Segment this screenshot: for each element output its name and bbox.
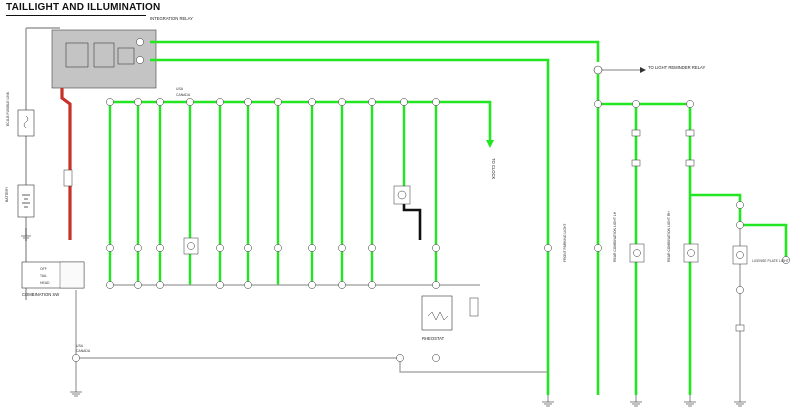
connector-block bbox=[631, 159, 641, 167]
red-feed-wire bbox=[60, 88, 72, 240]
ground-icon bbox=[684, 395, 696, 407]
red-inline-fuse bbox=[63, 169, 73, 187]
lamp-icon bbox=[732, 245, 748, 265]
lamp-icon bbox=[183, 237, 199, 255]
lamp-icon bbox=[683, 243, 699, 263]
light-reminder-label: TO LIGHT REMINDER RELAY bbox=[648, 65, 705, 70]
combination-switch-grid bbox=[59, 261, 85, 289]
title-underline bbox=[6, 15, 146, 16]
clock-arrow bbox=[486, 140, 494, 148]
ground-icon bbox=[70, 385, 82, 397]
diagram-title: TAILLIGHT AND ILLUMINATION bbox=[6, 2, 161, 13]
fuse-element bbox=[23, 115, 29, 129]
light-reminder-arrow bbox=[640, 67, 646, 73]
rear-light-lh-label: REAR COMBINATION LIGHT LH bbox=[613, 211, 617, 262]
rheostat-symbol bbox=[427, 311, 449, 321]
connector-block bbox=[735, 324, 745, 332]
connector-block bbox=[685, 159, 695, 167]
ground-icon bbox=[21, 228, 31, 241]
ground-icon bbox=[542, 395, 554, 407]
plate-light-label: LICENSE PLATE LIGHT bbox=[752, 259, 789, 263]
sw-tail-label: TAIL bbox=[40, 274, 47, 278]
usa-note-2: USA bbox=[76, 344, 84, 348]
fuse-label: ECU-B FUSIBLE LINK bbox=[6, 91, 10, 126]
connector-block bbox=[685, 129, 695, 137]
lamp-icon bbox=[629, 243, 645, 263]
green-feed-2 bbox=[150, 58, 550, 395]
ground-icon bbox=[630, 395, 642, 407]
fuse-icon bbox=[17, 109, 35, 137]
lamp-icon bbox=[393, 185, 411, 205]
rheostat bbox=[421, 295, 453, 331]
rheostat-wire bbox=[402, 200, 422, 240]
green-main-feed bbox=[150, 40, 600, 62]
battery-label: BATTERY bbox=[5, 186, 9, 202]
integration-relay-label: INTEGRATION RELAY bbox=[150, 16, 193, 21]
sw-off-label: OFF bbox=[40, 267, 47, 271]
illumination-drops bbox=[108, 102, 438, 285]
connector-icon bbox=[593, 65, 603, 75]
rheostat-label: RHEOSTAT bbox=[422, 336, 445, 341]
relay-tail bbox=[117, 47, 135, 65]
sw-head-label: HEAD bbox=[40, 281, 50, 285]
canada-note: CANADA bbox=[176, 93, 191, 97]
front-parking-label: FRONT PARKING LIGHT bbox=[563, 224, 567, 263]
fuse-icon bbox=[469, 297, 479, 317]
relay-coil bbox=[65, 42, 89, 68]
ground-icon bbox=[734, 395, 746, 407]
relay-contact bbox=[93, 42, 115, 68]
combination-switch-label: COMBINATION SW bbox=[22, 292, 59, 297]
illumination-bus bbox=[110, 100, 492, 140]
connectors bbox=[72, 38, 790, 362]
rear-light-rh-label: REAR COMBINATION LIGHT RH bbox=[667, 211, 671, 262]
battery-icon bbox=[17, 184, 35, 218]
canada-note-2: CANADA bbox=[76, 349, 91, 353]
connector-block bbox=[631, 129, 641, 137]
return-bus-lower bbox=[76, 357, 548, 373]
usa-note: USA bbox=[176, 87, 184, 91]
clock-label: TO CLOCK bbox=[491, 158, 496, 180]
